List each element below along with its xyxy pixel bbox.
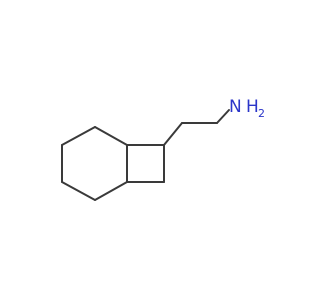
nitrogen-atom-label: N (229, 97, 242, 117)
amine-group: N H 2 (229, 97, 265, 120)
bond-ring6-a (61, 126, 96, 146)
hydrogen-atom-label: H (246, 97, 259, 117)
hydrogen-count-subscript: 2 (258, 107, 265, 120)
bond-ring6-c (94, 181, 128, 201)
bond-ring6-d (61, 181, 96, 201)
bond-chain-1 (163, 122, 183, 146)
bond-ring6-b (94, 126, 128, 146)
bonds (61, 109, 230, 201)
molecule-diagram: N H 2 (61, 97, 265, 201)
bond-chain-n (216, 109, 230, 124)
